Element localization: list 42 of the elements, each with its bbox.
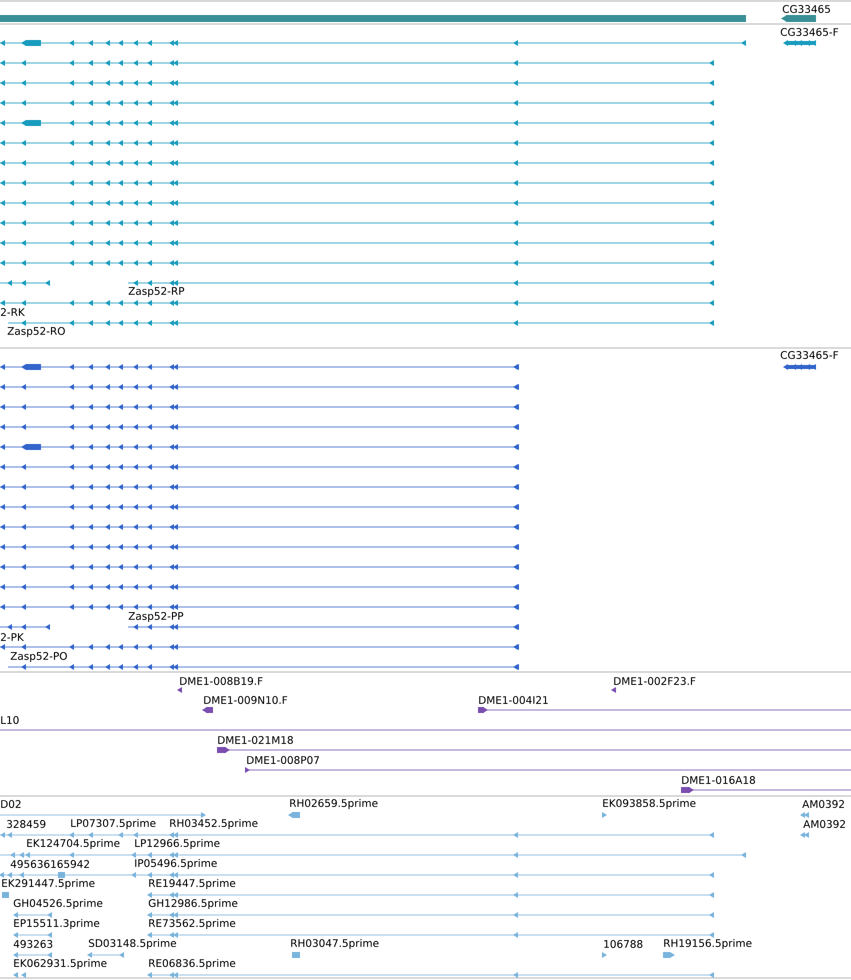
feature-label: RE06836.5prime	[149, 958, 236, 970]
feature-label: 2-RK	[0, 308, 25, 316]
feature-label: AM0392	[803, 820, 845, 828]
feature-label: GH12986.5prime	[148, 898, 238, 910]
feature-label: CG33465	[782, 5, 830, 13]
feature-label: GH04526.5prime	[14, 898, 102, 910]
feature-label: CG33465-F	[780, 28, 838, 36]
feature-label: EK291447.5prime	[2, 878, 94, 890]
feature-label: 106788	[604, 940, 642, 948]
feature-label: 493263	[14, 940, 52, 948]
feature-label: D02	[1, 800, 21, 808]
feature-label: DME1-009N10.F	[204, 696, 288, 704]
feature-label: RH02659.5prime	[290, 798, 378, 810]
feature-label: 2-PK	[0, 633, 24, 641]
feature-label: LP07307.5prime	[71, 818, 156, 830]
feature-label: 328459	[7, 820, 46, 828]
feature-label: EK062931.5prime	[14, 958, 106, 970]
feature-label: Zasp52-PP	[128, 612, 184, 622]
feature-label: RE73562.5prime	[149, 918, 236, 930]
feature-label: Zasp52-PO	[10, 652, 67, 662]
feature-label: EK093858.5prime	[603, 798, 696, 810]
feature-label: SD03148.5prime	[88, 938, 176, 950]
feature-label: EK124704.5prime	[27, 838, 120, 850]
feature-label: RH03047.5prime	[291, 938, 378, 950]
feature-label: RH19156.5prime	[664, 938, 752, 950]
feature-label: DME1-004I21	[479, 696, 548, 704]
feature-label: EP15511.3prime	[14, 918, 100, 930]
feature-label: RH03452.5prime	[170, 818, 258, 830]
feature-label: CG33465-F	[780, 351, 838, 359]
feature-label: IP05496.5prime	[135, 858, 217, 870]
feature-label: 495636165942	[10, 860, 89, 868]
feature-label: AM0392	[802, 800, 844, 808]
feature-label: DME1-008P07	[247, 756, 319, 764]
feature-label: DME1-002F23.F	[614, 677, 696, 685]
feature-label: Zasp52-RO	[8, 327, 65, 337]
feature-label: RE19447.5prime	[149, 878, 236, 890]
feature-label: L10	[1, 716, 19, 724]
feature-label: DME1-008B19.F	[180, 677, 262, 685]
feature-label: LP12966.5prime	[135, 838, 220, 850]
feature-label: Zasp52-RP	[128, 287, 184, 297]
feature-label: DME1-016A18	[682, 776, 756, 784]
feature-label: DME1-021M18	[218, 736, 293, 744]
